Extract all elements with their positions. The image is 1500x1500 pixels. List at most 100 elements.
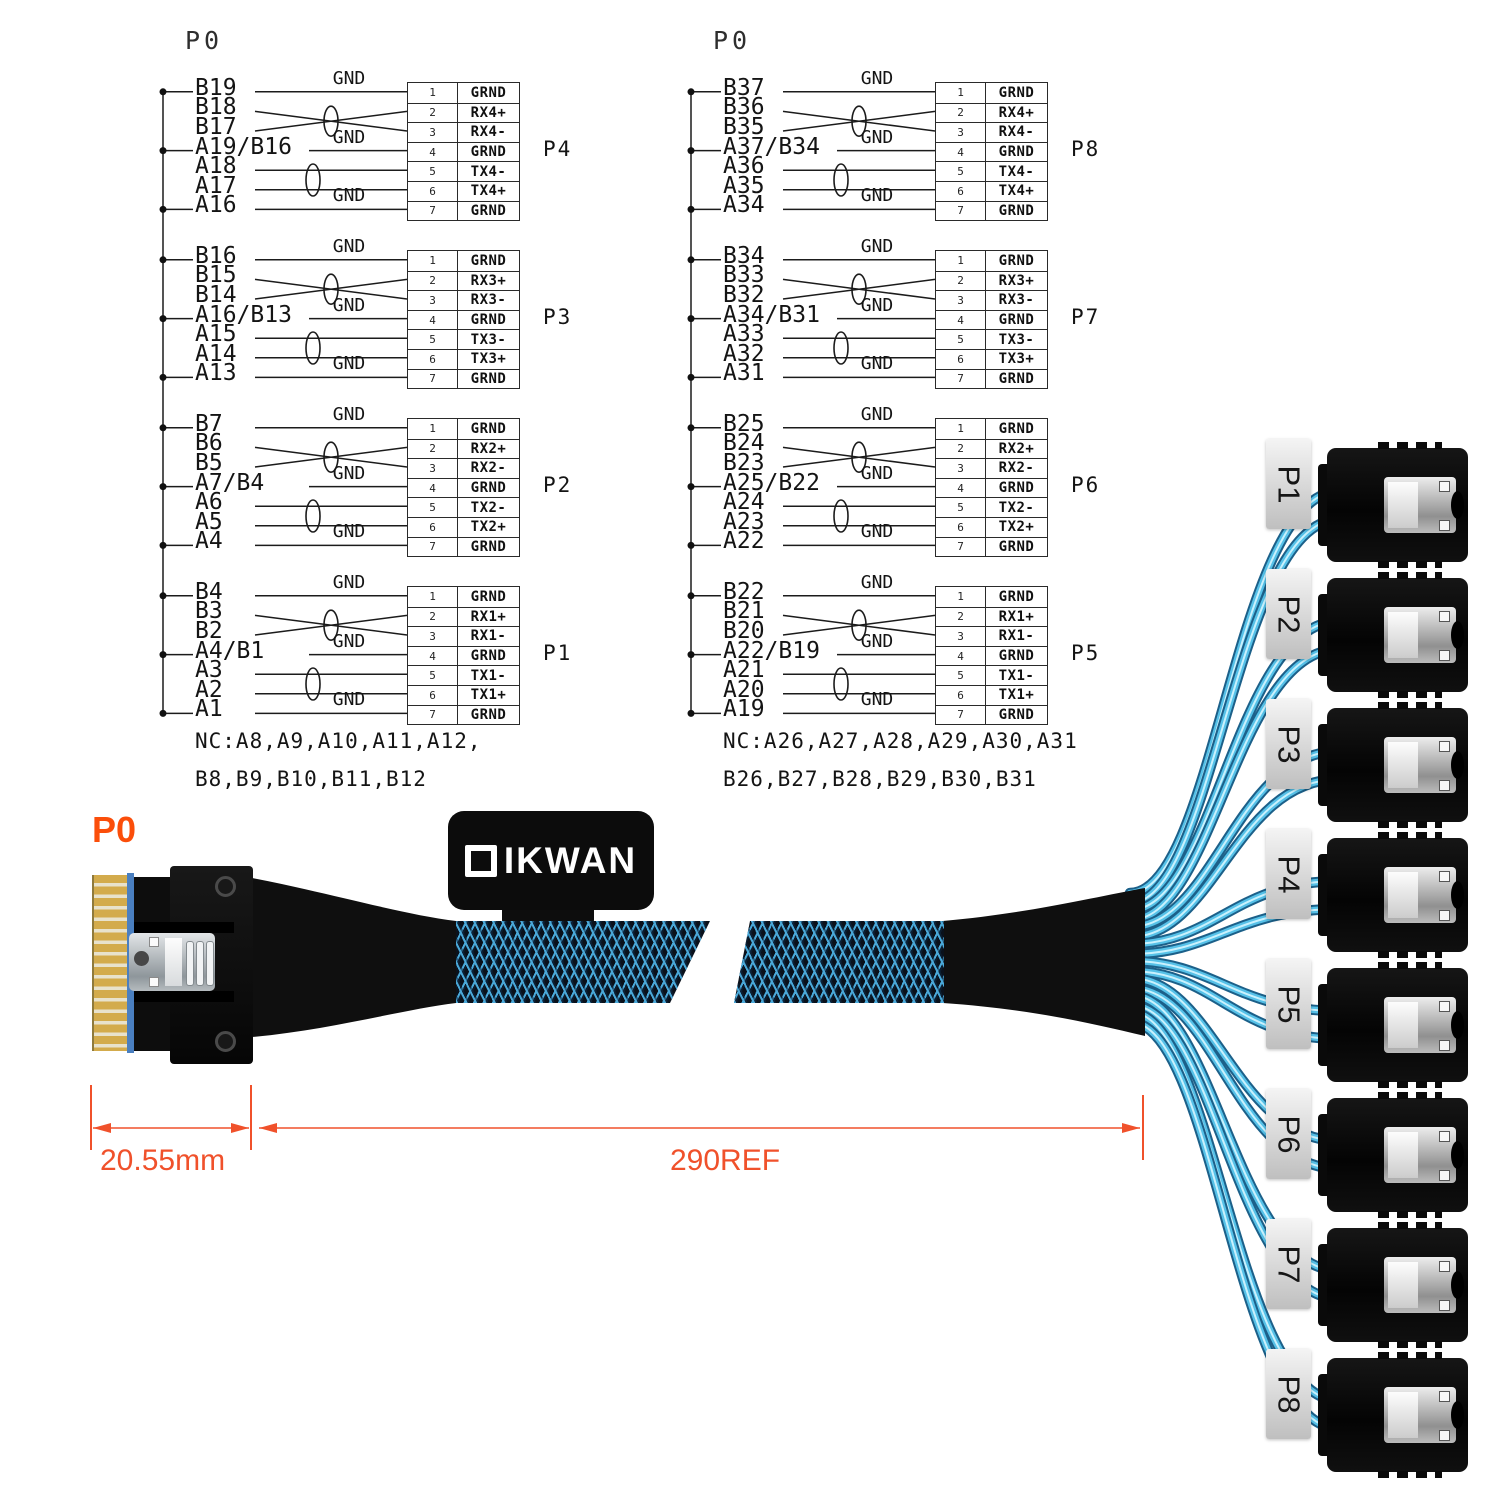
pin-number-cell: 1 — [936, 587, 986, 607]
pin-name-cell: TX1+ — [470, 687, 507, 704]
port-label: P8 — [1071, 136, 1101, 161]
connector-teeth-bottom — [1378, 691, 1442, 698]
connector-teeth-top — [1378, 702, 1442, 709]
pin-number-cell: 6 — [936, 349, 986, 369]
pin-name-cell: GRND — [470, 312, 507, 329]
connector-teeth-top — [1378, 442, 1442, 449]
latch-detail — [1439, 611, 1450, 622]
connector-teeth-bottom — [1378, 1341, 1442, 1348]
pin-name-cell: GRND — [470, 370, 507, 387]
pin-name-cell: GRND — [998, 84, 1035, 101]
pin-number-cell: 2 — [936, 271, 986, 291]
wire-label: B19 — [195, 74, 237, 101]
wire-line — [782, 614, 936, 636]
pin-number-cell: 7 — [408, 537, 458, 557]
pin-name-cell: RX1+ — [470, 608, 507, 625]
latch-plate — [1388, 1392, 1418, 1438]
latch-detail — [1439, 1391, 1450, 1402]
wire-label: A6 — [195, 489, 223, 516]
gnd-label: GND — [332, 462, 366, 484]
twisted-pair-ellipse — [833, 331, 849, 365]
brand-o-glyph — [464, 844, 497, 877]
latch-plate — [1388, 742, 1418, 788]
latch-detail — [1439, 481, 1450, 492]
nc-note: NC:A8,A9,A10,A11,A12, — [195, 729, 482, 753]
pin-name-cell: TX2- — [998, 499, 1035, 516]
pin-name-cell: TX3- — [470, 331, 507, 348]
junction-dot — [159, 315, 167, 323]
sata-label-tag: P8 — [1266, 1349, 1311, 1439]
pin-number-cell: 3 — [936, 291, 986, 310]
wire-label: A25/B22 — [723, 469, 820, 496]
pin-number-cell: 5 — [936, 330, 986, 349]
pin-name-cell: TX3+ — [470, 351, 507, 368]
pin-number-cell: 2 — [936, 103, 986, 123]
latch-detail — [149, 977, 159, 987]
pin-number-cell: 6 — [936, 181, 986, 201]
latch-release-hole — [1451, 491, 1464, 519]
wire-label: B25 — [723, 410, 765, 437]
junction-dot — [687, 541, 695, 549]
connector-teeth-bottom — [1378, 561, 1442, 568]
wire-label: B37 — [723, 74, 765, 101]
wire-label: B23 — [723, 450, 765, 476]
pin-number-cell: 5 — [936, 666, 986, 685]
wire-label: A3 — [195, 657, 223, 684]
pin-name-cell: RX2+ — [998, 440, 1035, 457]
wire-label: A19 — [723, 696, 765, 723]
pin-name-cell: TX3+ — [998, 351, 1035, 368]
dimension-annotations — [90, 1085, 1144, 1160]
pin-name-cell: RX3- — [998, 292, 1035, 309]
latch-slot — [186, 941, 194, 986]
pin-name-cell: GRND — [998, 588, 1035, 605]
pin-name-cell: RX2- — [998, 460, 1035, 477]
latch-slot — [196, 941, 204, 986]
pin-number-cell: 4 — [936, 646, 986, 666]
latch-detail — [1439, 520, 1450, 531]
wire-label: A31 — [723, 360, 765, 387]
pin-name-cell: RX2+ — [470, 440, 507, 457]
pin-number-cell: 2 — [408, 439, 458, 459]
latch-detail — [1439, 871, 1450, 882]
junction-dot — [159, 373, 167, 381]
pin-number-cell: 5 — [408, 498, 458, 517]
latch-detail — [1439, 1040, 1450, 1051]
pin-name-cell: GRND — [998, 706, 1035, 723]
sata-label-tag: P2 — [1266, 569, 1311, 659]
wire-label: A20 — [723, 676, 765, 703]
wire-line — [782, 446, 936, 468]
latch-detail — [1439, 650, 1450, 661]
sata-label-tag: P5 — [1266, 959, 1311, 1049]
latch-release-hole — [1451, 1011, 1464, 1039]
wire-label: B3 — [195, 598, 223, 625]
connector-teeth-top — [1378, 1092, 1442, 1099]
junction-dot — [687, 424, 695, 432]
junction-dot — [687, 483, 695, 491]
twisted-pair-ellipse — [305, 163, 321, 197]
junction-dot — [159, 709, 167, 717]
gnd-label: GND — [332, 630, 366, 652]
sata-connector — [1318, 832, 1470, 958]
sata-label-text: P2 — [1270, 595, 1306, 633]
pin-number-cell: 6 — [408, 517, 458, 537]
pin-name-cell: GRND — [998, 480, 1035, 497]
pin-name-cell: TX2- — [470, 499, 507, 516]
pin-name-cell: RX4+ — [470, 104, 507, 121]
connector-teeth-bottom — [1378, 1211, 1442, 1218]
gnd-label: GND — [860, 571, 894, 593]
pin-number-cell: 3 — [408, 123, 458, 142]
